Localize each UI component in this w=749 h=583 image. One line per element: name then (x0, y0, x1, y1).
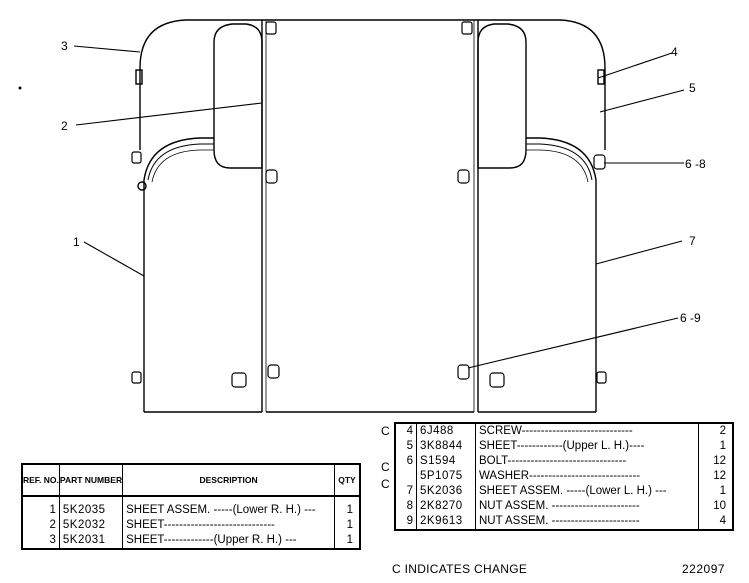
callout-6-8: 6 -8 (685, 157, 706, 171)
table-row: 2 5K2032 SHEET--------------------------… (21, 518, 361, 533)
ref-no (394, 469, 417, 484)
table-row: 9 2K9613 NUT ASSEM. --------------------… (394, 514, 734, 530)
quantity: 1 (698, 484, 734, 499)
part-number: 5K2031 (58, 533, 124, 549)
description: SCREW----------------------------- (475, 423, 699, 439)
table-row: 7 5K2036 SHEET ASSEM. -----(Lower L. H.)… (394, 484, 734, 499)
table-row: 5P1075 WASHER---------------------------… (394, 469, 734, 484)
ref-no: 8 (394, 499, 417, 514)
ref-no: 9 (394, 514, 417, 530)
ref-no: 1 (21, 496, 60, 518)
part-number: 2K9613 (416, 514, 476, 530)
quantity: 12 (698, 454, 734, 469)
quantity: 1 (334, 533, 361, 549)
change-legend: C INDICATES CHANGE (392, 562, 528, 576)
part-number: 5K2036 (416, 484, 476, 499)
description: WASHER----------------------------- (475, 469, 699, 484)
change-flag: C (381, 424, 390, 438)
part-number: 5K2032 (58, 518, 124, 533)
description: BOLT------------------------------- (475, 454, 699, 469)
header-part-number: PART NUMBER (58, 463, 124, 497)
description: SHEET----------------------------- (122, 518, 335, 533)
change-flag: C (381, 460, 390, 474)
part-number: 6J488 (416, 423, 476, 439)
callout-1: 1 (73, 235, 80, 249)
quantity: 1 (334, 518, 361, 533)
table-row: 8 2K8270 NUT ASSEM. --------------------… (394, 499, 734, 514)
upper-lh-panel (477, 23, 527, 169)
description: SHEET-------------(Upper R. H.) --- (122, 533, 335, 549)
description: NUT ASSEM. ----------------------- (475, 499, 699, 514)
description: SHEET------------(Upper L. H.)---- (475, 439, 699, 454)
part-number: S1594 (416, 454, 476, 469)
quantity: 1 (334, 496, 361, 518)
bolt-heads (131, 21, 607, 388)
part-number: 5K2035 (58, 496, 124, 518)
table-row: 3 5K2031 SHEET-------------(Upper R. H.)… (21, 533, 361, 549)
header-qty: QTY (334, 463, 361, 497)
table-row: 6 S1594 BOLT----------------------------… (394, 454, 734, 469)
table-row: 4 6J488 SCREW---------------------------… (394, 423, 734, 439)
quantity: 1 (698, 439, 734, 454)
callout-6-9: 6 -9 (680, 311, 701, 325)
table-row: 5 3K8844 SHEET------------(Upper L. H.)-… (394, 439, 734, 454)
quantity: 2 (698, 423, 734, 439)
lower-rh-sheet (143, 137, 214, 412)
quantity: 10 (698, 499, 734, 514)
upper-rh-panel (213, 23, 263, 169)
table-header: REF. NO. PART NUMBER DESCRIPTION QTY (21, 463, 361, 497)
callout-3: 3 (61, 39, 68, 53)
upper-sheet-outline (139, 19, 606, 150)
parts-list-left-hand: 4 6J488 SCREW---------------------------… (394, 422, 734, 531)
callout-5: 5 (689, 81, 696, 95)
ref-no: 4 (394, 423, 417, 439)
parts-list-right-hand: REF. NO. PART NUMBER DESCRIPTION QTY 1 5… (21, 463, 361, 550)
part-number: 2K8270 (416, 499, 476, 514)
ref-no: 5 (394, 439, 417, 454)
ref-no: 3 (21, 533, 60, 549)
callout-7: 7 (689, 234, 696, 248)
lower-lh-sheet (526, 137, 597, 412)
table-row: 1 5K2035 SHEET ASSEM. -----(Lower R. H.)… (21, 496, 361, 518)
callout-4: 4 (671, 45, 678, 59)
part-number: 5P1075 (416, 469, 476, 484)
header-ref-no: REF. NO. (21, 463, 60, 497)
quantity: 4 (698, 514, 734, 530)
description: NUT ASSEM. ----------------------- (475, 514, 699, 530)
part-number: 3K8844 (416, 439, 476, 454)
header-description: DESCRIPTION (122, 463, 335, 497)
change-flag: C (381, 477, 390, 491)
quantity: 12 (698, 469, 734, 484)
ref-no: 2 (21, 518, 60, 533)
ref-no: 6 (394, 454, 417, 469)
drawing-number: 222097 (682, 562, 726, 576)
description: SHEET ASSEM. -----(Lower L. H.) --- (475, 484, 699, 499)
ref-no: 7 (394, 484, 417, 499)
callout-2: 2 (61, 119, 68, 133)
description: SHEET ASSEM. -----(Lower R. H.) --- (122, 496, 335, 518)
